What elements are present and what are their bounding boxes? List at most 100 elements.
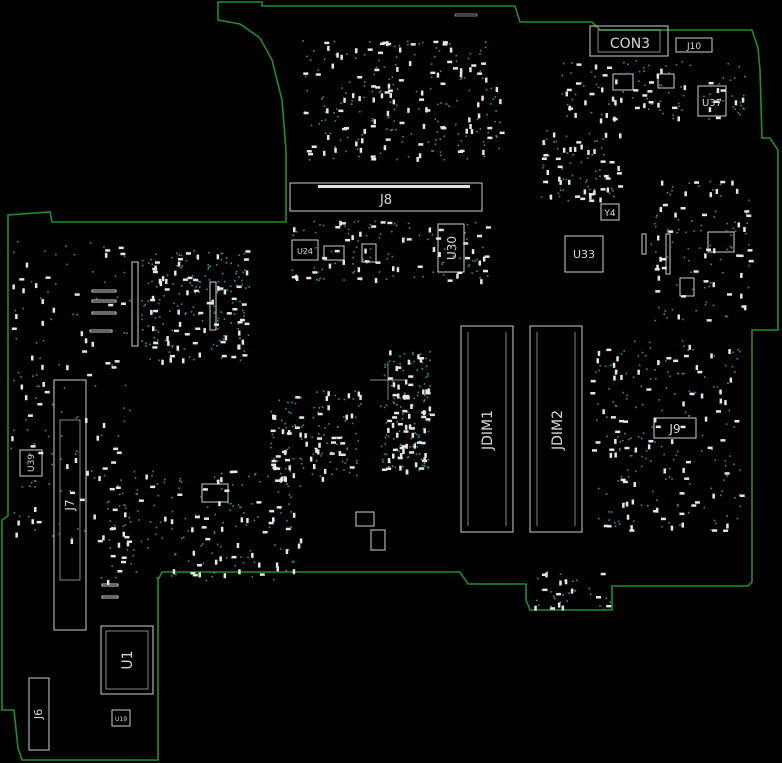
via: [399, 444, 402, 446]
via: [615, 405, 618, 407]
via: [655, 225, 657, 228]
via: [156, 577, 159, 579]
j7-label: J7: [63, 499, 77, 511]
via: [700, 224, 703, 227]
smd-pad: [34, 507, 37, 512]
via: [653, 222, 656, 225]
via: [421, 41, 424, 44]
smd-pad: [114, 360, 120, 363]
via: [395, 224, 398, 227]
via: [677, 503, 679, 506]
via: [710, 529, 713, 531]
via: [311, 436, 313, 439]
smd-pad: [568, 179, 571, 185]
smd-pad: [351, 235, 354, 241]
smd-pad: [106, 579, 110, 585]
via: [574, 93, 577, 96]
smd-pad: [602, 74, 608, 77]
via: [479, 277, 481, 279]
smd-pad: [471, 249, 475, 255]
via: [220, 545, 222, 548]
smd-pad: [465, 128, 468, 134]
via: [437, 103, 439, 106]
via: [216, 264, 218, 266]
via: [654, 369, 656, 371]
via: [709, 244, 712, 247]
smd-pad: [392, 416, 398, 419]
smd-pad: [684, 477, 690, 480]
smd-pad: [223, 573, 227, 579]
via: [220, 311, 222, 313]
via: [211, 552, 213, 554]
via: [383, 406, 386, 409]
via: [418, 434, 420, 437]
smd-pad: [647, 444, 651, 450]
via: [317, 246, 319, 249]
smd-pad: [357, 277, 363, 280]
via: [29, 485, 31, 487]
via: [259, 481, 261, 483]
via: [44, 429, 47, 432]
via: [248, 286, 250, 288]
smd-pad: [708, 81, 714, 85]
via: [631, 97, 634, 99]
smd-pad: [487, 126, 493, 130]
via: [356, 148, 359, 150]
via: [542, 167, 544, 169]
via: [351, 100, 353, 102]
via: [51, 403, 54, 406]
smd-pad: [649, 81, 654, 84]
via: [412, 353, 414, 356]
via: [233, 313, 236, 315]
via: [666, 192, 669, 194]
smd-pad: [231, 355, 237, 359]
u37-label: U37: [702, 98, 722, 109]
via: [213, 476, 216, 478]
via: [434, 118, 436, 121]
via: [317, 69, 320, 71]
smd-pad: [105, 362, 111, 365]
smd-pad: [161, 276, 165, 282]
via: [593, 188, 596, 191]
via: [626, 72, 629, 75]
smd-pad: [327, 391, 330, 397]
via: [569, 162, 572, 164]
smd-pad: [299, 432, 302, 438]
via: [646, 97, 648, 100]
via: [561, 74, 564, 77]
via: [729, 455, 731, 457]
via: [700, 229, 702, 232]
smd-pad: [392, 453, 395, 459]
via: [93, 477, 96, 479]
smd-pad: [85, 418, 88, 423]
via: [358, 155, 360, 158]
via: [335, 443, 338, 446]
via: [345, 92, 347, 94]
smd-pad: [440, 82, 446, 85]
smd-pad: [566, 88, 572, 92]
via: [725, 423, 728, 425]
smd-pad: [177, 309, 180, 315]
via: [207, 264, 209, 266]
via: [369, 248, 372, 250]
smd-pad: [244, 322, 250, 326]
smd-pad: [153, 309, 159, 313]
smd-pad: [609, 448, 615, 451]
via: [208, 251, 210, 254]
via: [318, 425, 320, 427]
via: [440, 154, 442, 157]
smd-pad: [276, 566, 279, 572]
smd-pad: [397, 423, 403, 426]
via: [562, 189, 564, 192]
via: [320, 455, 322, 457]
crystal-y4: Y4: [600, 203, 620, 221]
via: [345, 150, 347, 153]
smd-pad: [552, 132, 556, 138]
via: [540, 196, 543, 198]
via: [302, 424, 305, 426]
via: [398, 430, 401, 432]
via: [635, 470, 637, 473]
via: [378, 271, 381, 273]
via: [191, 275, 194, 277]
via: [391, 255, 394, 258]
